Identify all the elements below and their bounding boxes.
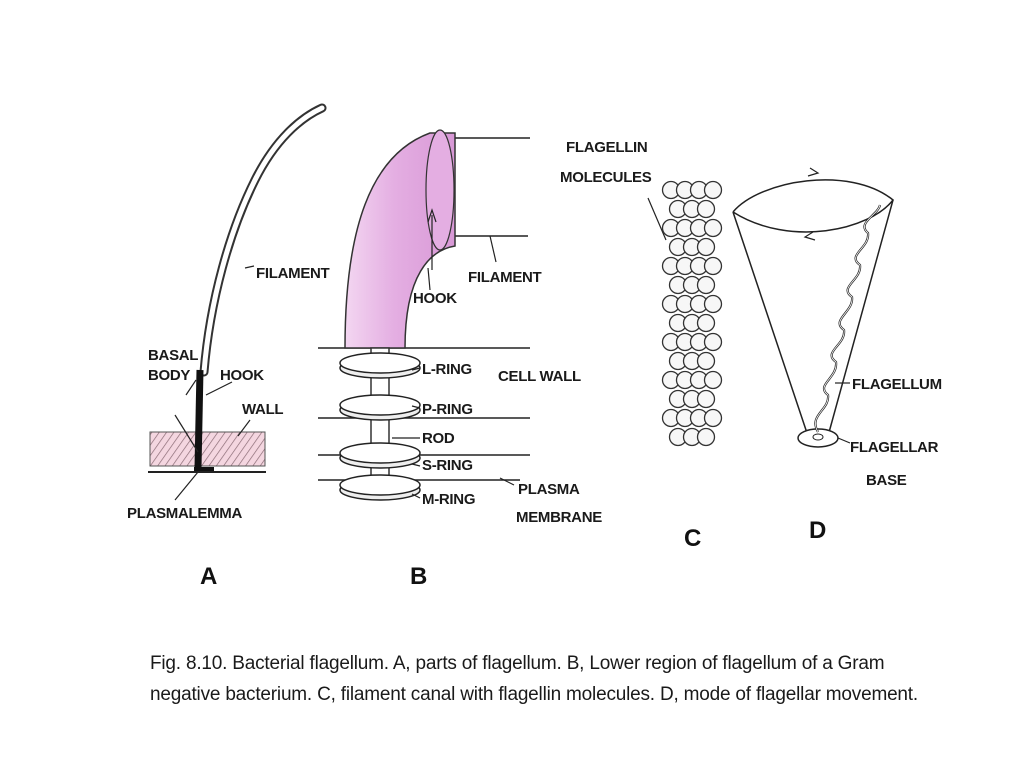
label-filament-b: FILAMENT	[468, 269, 542, 286]
flagellin-bead	[703, 180, 723, 200]
flagellin-bead	[703, 256, 723, 276]
flagellin-bead	[703, 218, 723, 238]
caption-line-1: Fig. 8.10. Bacterial flagellum. A, parts…	[150, 653, 885, 674]
label-rod: ROD	[422, 430, 455, 447]
label-cell-wall: CELL WALL	[498, 368, 581, 385]
m-ring	[339, 474, 421, 501]
flagellin-bead	[696, 275, 716, 295]
flagellin-bead	[696, 237, 716, 257]
flagellin-bead	[703, 370, 723, 390]
panel-b: FILAMENT HOOK CELL WALL L-RING P-RING RO…	[318, 129, 603, 590]
label-basal-body-1: BASAL	[148, 347, 198, 364]
flagellin-bead	[696, 313, 716, 333]
caption-line-2: negative bacterium. C, filament canal wi…	[150, 684, 918, 705]
flagellum-helix	[814, 204, 882, 433]
hook-a	[194, 369, 204, 469]
panel-letter-a: A	[200, 563, 217, 590]
flagellin-bead	[703, 294, 723, 314]
label-basal-body-2: BODY	[148, 367, 190, 384]
l-ring	[339, 352, 421, 379]
flagellin-bead	[696, 199, 716, 219]
flagellin-bead	[696, 427, 716, 447]
cone-top-arc	[732, 179, 895, 233]
label-l-ring: L-RING	[422, 361, 472, 378]
panel-letter-c: C	[684, 525, 701, 552]
panel-letter-b: B	[410, 563, 427, 590]
flagellin-bead	[696, 389, 716, 409]
flagellin-bead	[696, 351, 716, 371]
panel-letter-d: D	[809, 517, 826, 544]
flagellin-molecules	[661, 180, 723, 447]
label-m-ring: M-RING	[422, 491, 475, 508]
figure-caption: Fig. 8.10. Bacterial flagellum. A, parts…	[150, 648, 930, 710]
label-plasma-1: PLASMA	[518, 481, 580, 498]
label-plasma-2: MEMBRANE	[516, 509, 602, 526]
p-ring	[339, 394, 421, 421]
label-plasmalemma: PLASMALEMMA	[127, 505, 242, 522]
cone-left	[732, 211, 809, 437]
label-hook-a: HOOK	[220, 367, 264, 384]
label-flagellum: FLAGELLUM	[852, 376, 942, 393]
flagellin-bead	[703, 332, 723, 352]
flagellum-figure: FILAMENT BASAL BODY HOOK WALL PLASMALEMM…	[127, 103, 942, 590]
panel-c: FLAGELLIN MOLECULES C	[560, 139, 723, 552]
panel-d: FLAGELLUM FLAGELLAR BASE D	[732, 167, 942, 544]
filament-a	[199, 103, 327, 377]
label-s-ring: S-RING	[422, 457, 473, 474]
cell-wall-layer	[149, 431, 266, 467]
panel-a: FILAMENT BASAL BODY HOOK WALL PLASMALEMM…	[127, 103, 330, 590]
label-p-ring: P-RING	[422, 401, 473, 418]
label-filament-a: FILAMENT	[256, 265, 330, 282]
cone-right	[827, 199, 894, 437]
label-hook-b: HOOK	[413, 290, 457, 307]
label-flagellin-1: FLAGELLIN	[566, 139, 647, 156]
s-ring	[339, 442, 421, 469]
flagellin-bead	[703, 408, 723, 428]
label-flagellar-base-2: BASE	[866, 472, 907, 489]
label-flagellar-base-1: FLAGELLAR	[850, 439, 939, 456]
label-flagellin-2: MOLECULES	[560, 169, 652, 186]
label-wall-a: WALL	[242, 401, 283, 418]
